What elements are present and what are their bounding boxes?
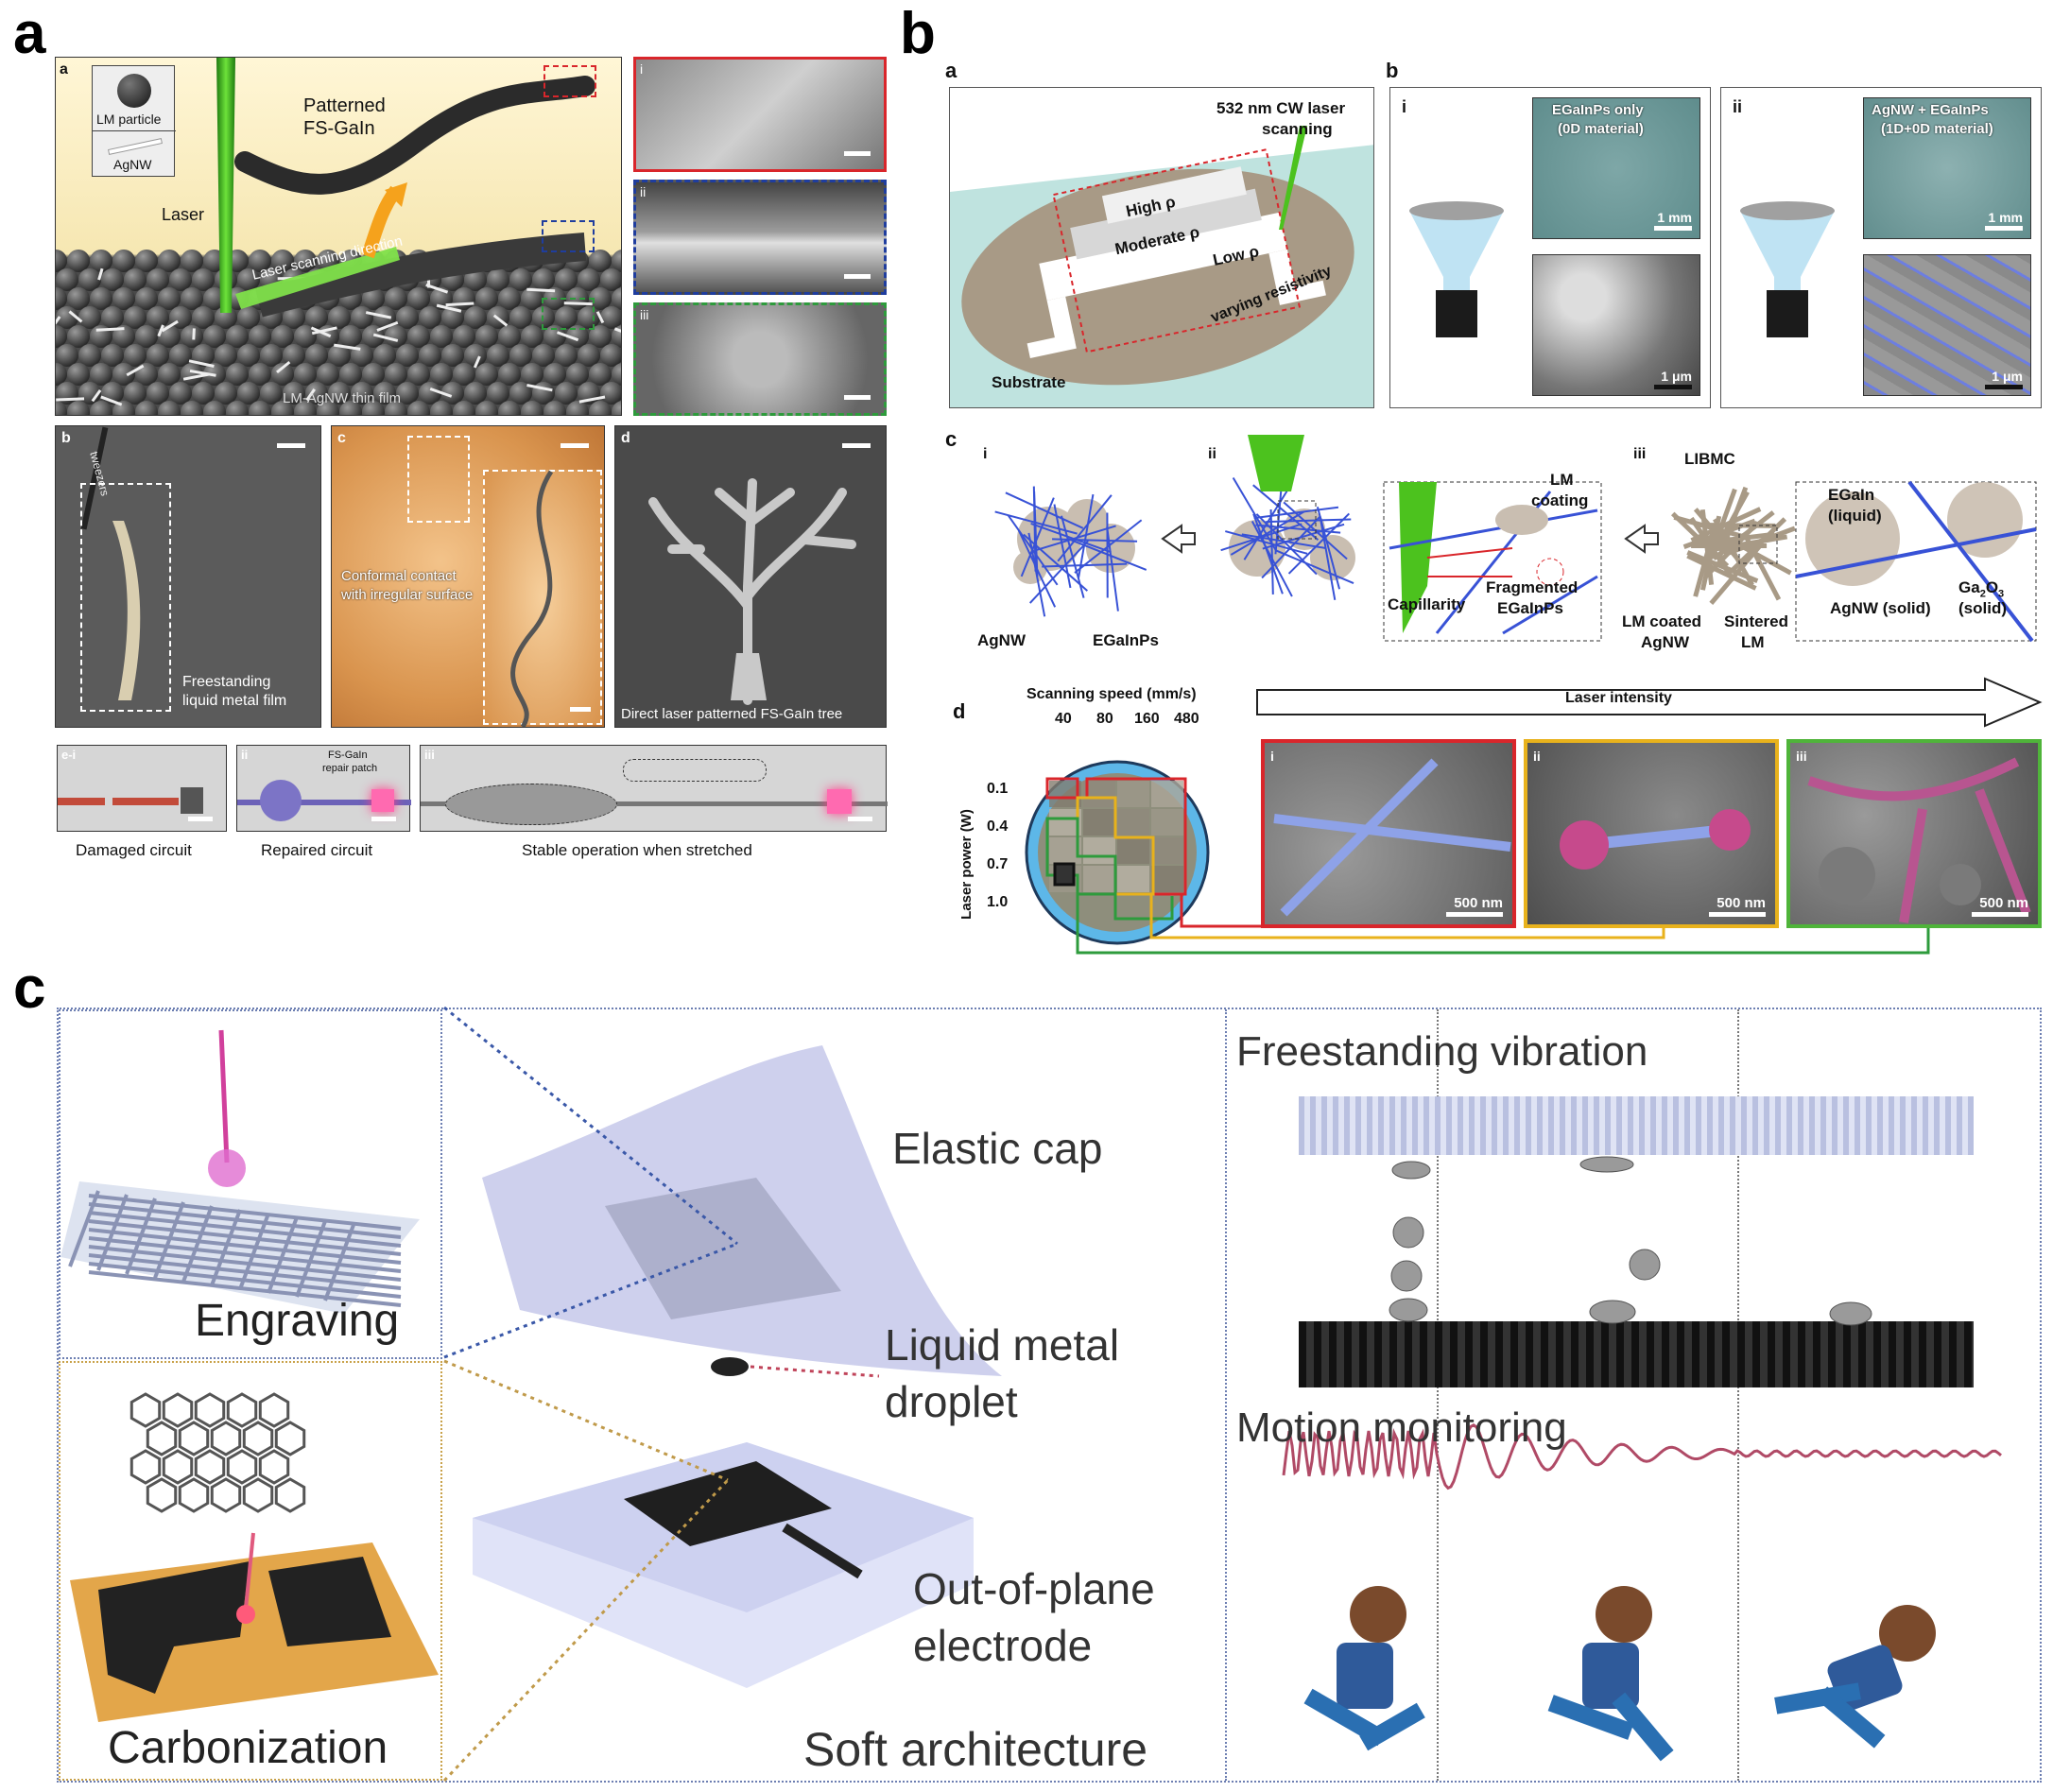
- soft-architecture-art: [442, 1006, 1002, 1783]
- sem-image-ii: 1 μm: [1863, 254, 2031, 396]
- legend-lm-particle: LM particle: [96, 112, 162, 127]
- photo-repaired-circuit: ii FS-GaIn repair patch: [236, 745, 411, 832]
- repair-patch: [260, 780, 302, 821]
- particle-film-art: [56, 58, 621, 415]
- optical-image-ii: AgNW + EGaInPs (1D+0D material) 1 mm: [1863, 97, 2031, 239]
- caption-stretched: Stable operation when stretched: [522, 841, 752, 859]
- panel-b: a b 532 nm CW laser scanning High ρ Mode…: [945, 57, 2043, 955]
- fs-gain-label: FS-GaIn: [303, 118, 375, 139]
- roi-green: [542, 298, 595, 330]
- film-strip-art: [112, 521, 141, 700]
- soft-architecture-label: Soft architecture: [803, 1723, 1148, 1776]
- material-legend: LM particle AgNW: [92, 65, 176, 177]
- panel-label-b: b: [900, 1, 936, 66]
- photo-patterned-tree: d Direct laser patterned FS-GaIn tree: [614, 425, 887, 728]
- cap-mesh: [1299, 1096, 1974, 1155]
- engraving-art: [60, 1029, 420, 1314]
- photo-damaged-circuit: e-i: [57, 745, 227, 832]
- photo-stretched-circuit: iii: [420, 745, 888, 832]
- ga2o3-label: Ga2O3: [1958, 578, 2005, 600]
- filter-agnw-egainps: ii AgNW + EGaInPs (1D+0D material) 1 mm …: [1720, 87, 2042, 408]
- sem-inset-i: i: [633, 57, 887, 172]
- substrate-art: [950, 126, 1373, 407]
- carbonization-art: [70, 1392, 439, 1722]
- photo-freestanding-film: b tweezers Freestanding liquid metal fil…: [55, 425, 321, 728]
- panel-a: LM particle AgNW Laser Patterned FS-GaIn…: [55, 57, 888, 888]
- motion-monitoring-label: Motion monitoring: [1236, 1404, 1567, 1451]
- laser-label: Laser: [162, 205, 205, 224]
- panel-label-a: a: [13, 1, 46, 66]
- vibration-motion-panel: Freestanding vibration Motion monitoring: [1225, 1009, 2040, 1781]
- falling-runner-icon: [1774, 1595, 1945, 1766]
- roi-blue: [542, 220, 595, 252]
- runner-icon-2: [1547, 1586, 1681, 1766]
- carbonization-panel: Carbonization: [59, 1361, 442, 1781]
- sem-low-power: i 500 nm: [1261, 739, 1516, 928]
- tree-art: [648, 478, 856, 705]
- power-speed-matrix: [1025, 760, 1930, 955]
- optical-image-i: EGaInPs only (0D material) 1 mm: [1532, 97, 1700, 239]
- droplet-label-1: Liquid metal: [885, 1320, 1120, 1370]
- roi-red: [543, 65, 596, 97]
- panel-c: [57, 1008, 2042, 1783]
- sublabel-a: a: [60, 61, 68, 78]
- sem-medium-power: ii 500 nm: [1524, 739, 1779, 928]
- panel-label-c: c: [13, 956, 46, 1021]
- resistivity-schematic: 532 nm CW laser scanning High ρ Moderate…: [949, 87, 1374, 408]
- electrode-label-2: electrode: [913, 1621, 1093, 1670]
- sem-image-i: 1 μm: [1532, 254, 1700, 396]
- engraving-panel: Engraving: [59, 1009, 442, 1359]
- patterned-label: Patterned: [303, 95, 386, 116]
- electrode-label-1: Out-of-plane: [913, 1564, 1155, 1613]
- filter-egainps-only: i EGaInPs only (0D material) 1 mm 1 μm: [1389, 87, 1711, 408]
- vibration-and-signal-art: [1282, 1156, 2002, 1490]
- caption-repaired: Repaired circuit: [261, 841, 373, 859]
- elastic-cap-label: Elastic cap: [892, 1124, 1103, 1173]
- legend-agnw: AgNW: [113, 157, 152, 172]
- agnw-icon: [108, 138, 163, 155]
- speed-axis-title: Scanning speed (mm/s): [1026, 686, 1197, 702]
- sem-inset-ii: ii: [633, 180, 887, 295]
- sem-high-power: iii 500 nm: [1786, 739, 2042, 928]
- freestanding-vibration-label: Freestanding vibration: [1236, 1028, 1648, 1075]
- ear-zoom-inset: [483, 470, 602, 727]
- mechanism-art: [994, 435, 2037, 643]
- film-label: LM-AgNW thin film: [283, 390, 402, 406]
- lm-particle-icon: [117, 74, 151, 108]
- caption-damaged: Damaged circuit: [76, 841, 192, 859]
- schematic-laser-patterning: LM particle AgNW Laser Patterned FS-GaIn…: [55, 57, 622, 416]
- electrode-mesh: [1299, 1321, 1974, 1387]
- droplet-label-2: droplet: [885, 1377, 1018, 1426]
- laser-intensity-arrow: [1256, 677, 2043, 728]
- runner-icon-1: [1303, 1586, 1425, 1766]
- sem-inset-iii: iii: [633, 302, 887, 416]
- photo-ear-conformal: c Conformal contact with irregular surfa…: [331, 425, 605, 728]
